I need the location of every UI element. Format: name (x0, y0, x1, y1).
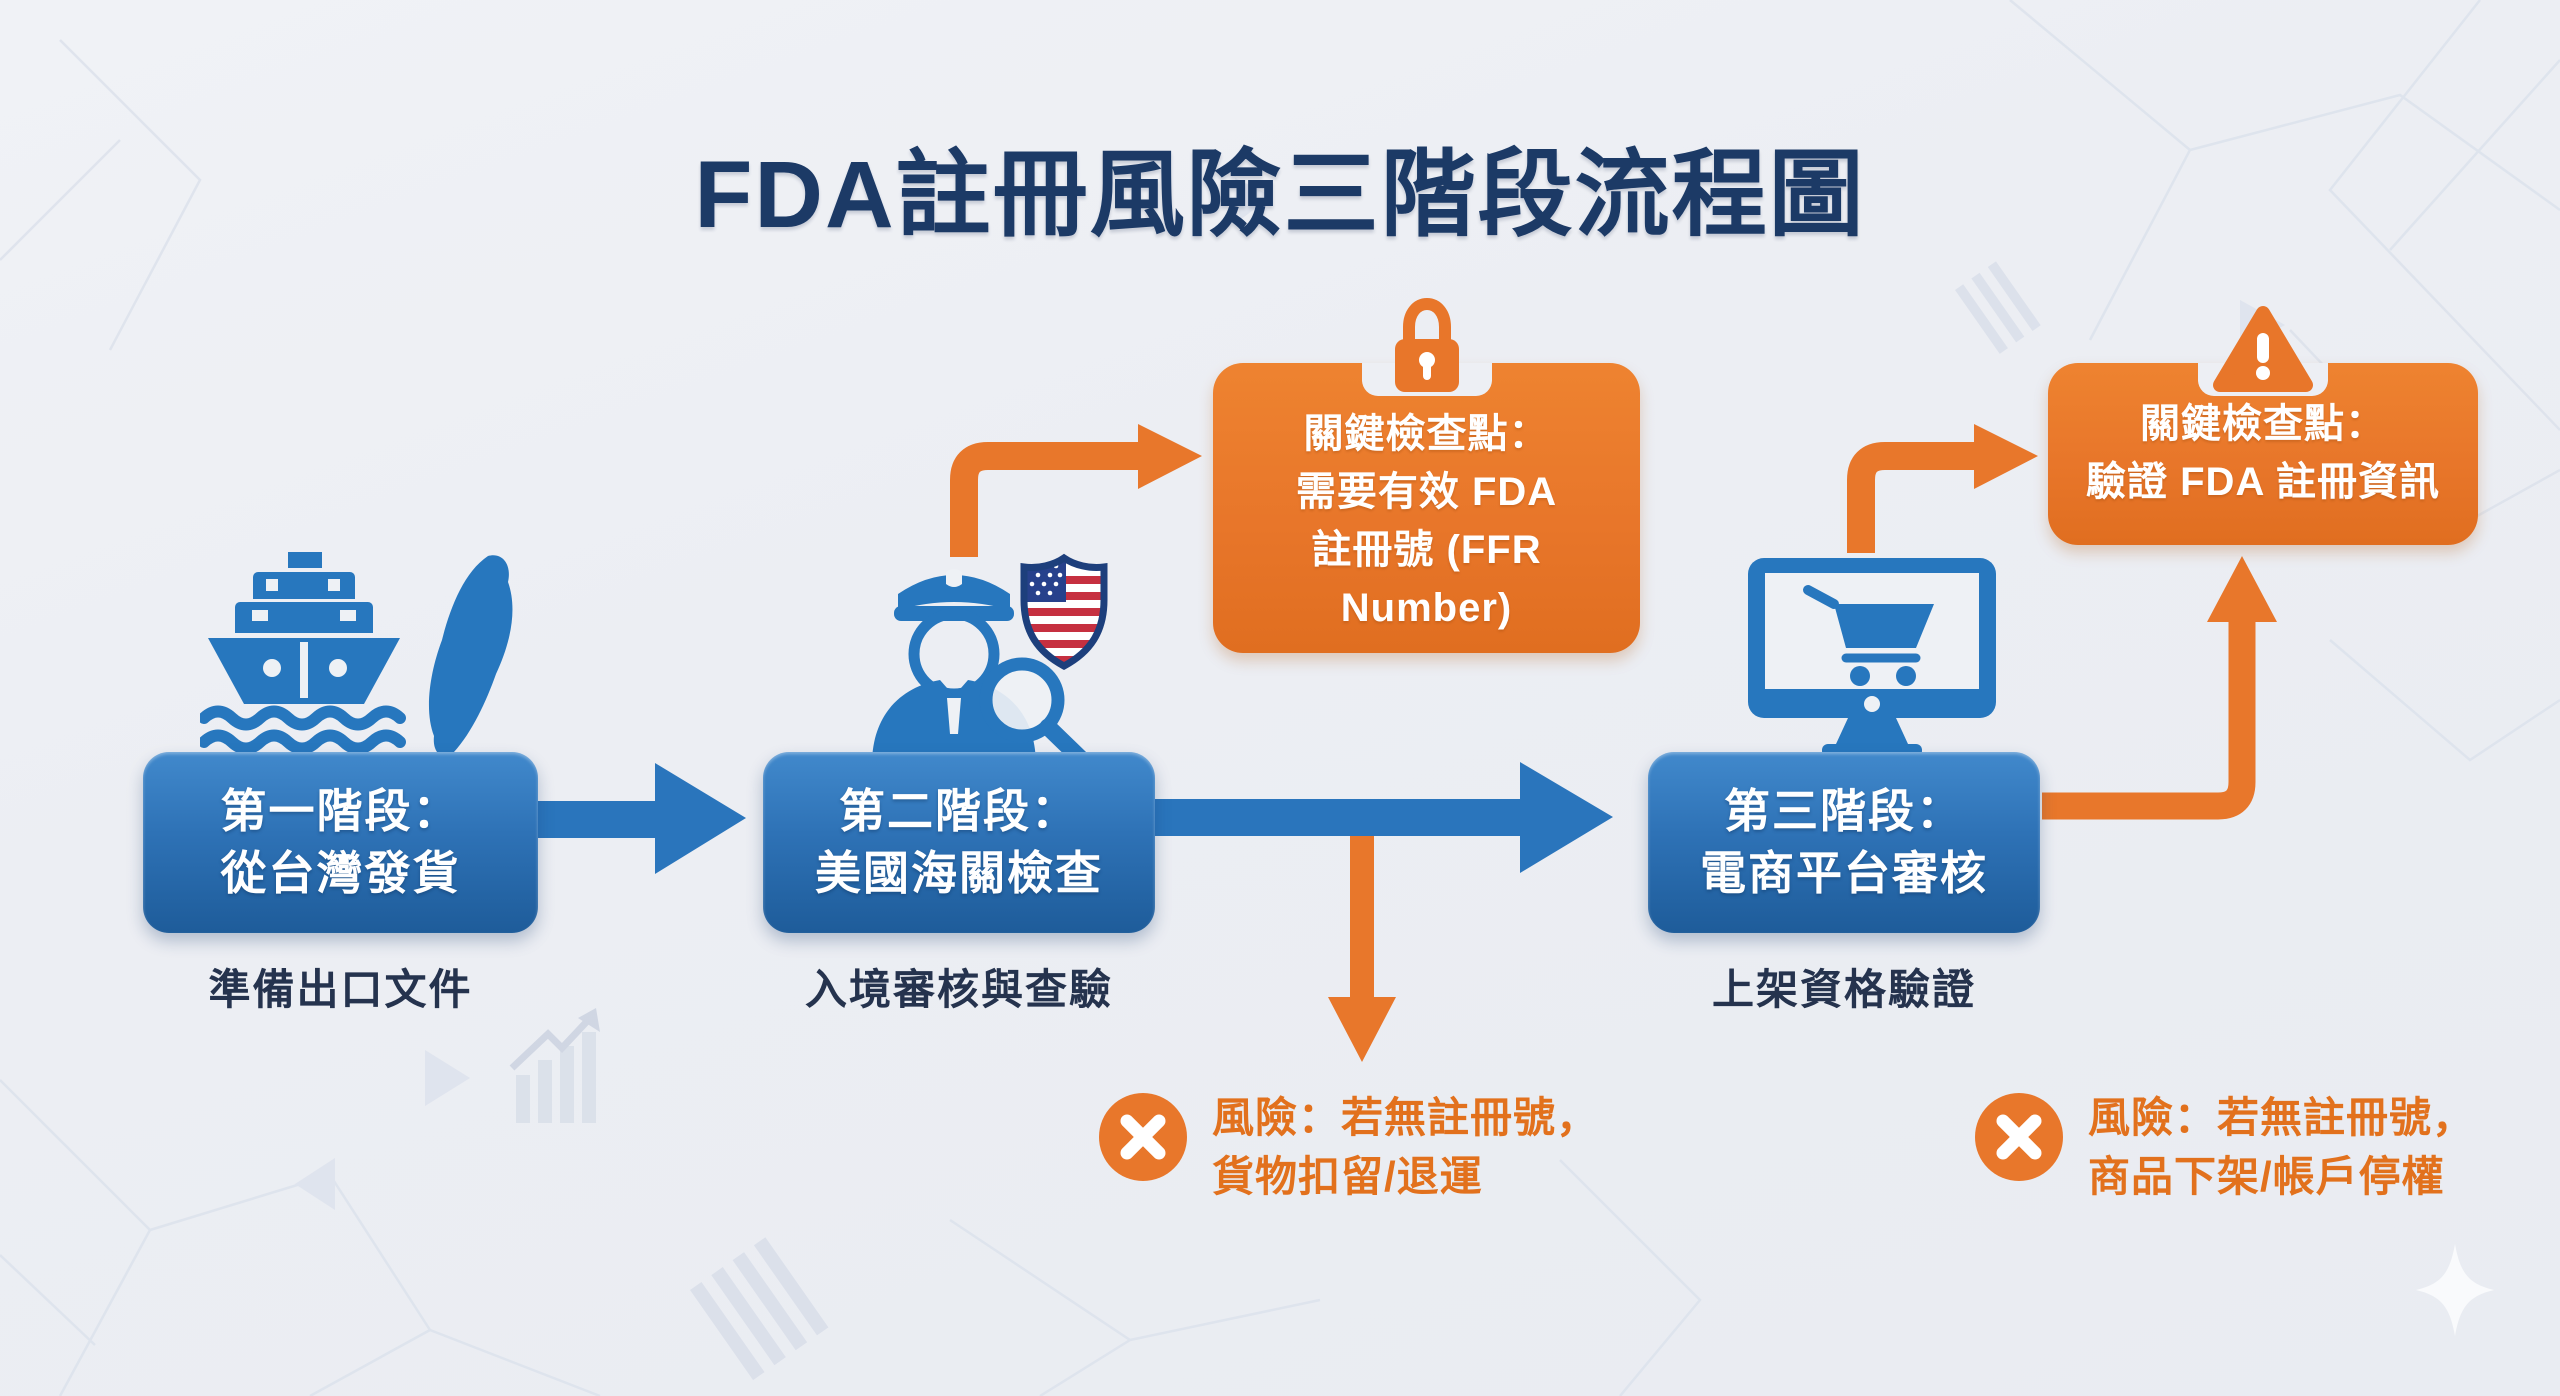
callout2-line1: 關鍵檢查點： (2140, 402, 2386, 446)
error-x-icon (1975, 1093, 2063, 1181)
callout1-line1: 關鍵檢查點： (1303, 412, 1550, 456)
stage3-box: 第三階段： 電商平台審核 (1648, 752, 2040, 933)
warning-triangle-icon (2213, 306, 2313, 392)
callout2-line2: 驗證 FDA 註冊資訊 (2086, 460, 2440, 504)
risk1-line2: 貨物扣留/退運 (1212, 1153, 1483, 1200)
taiwan-map-icon (428, 555, 513, 757)
arrow-stage2-to-stage3 (1155, 762, 1613, 873)
stage3-title-line1: 第三階段： (1724, 784, 1964, 837)
cart-icon (1803, 585, 1934, 686)
callout1-line2: 需要有效 FDA (1295, 470, 1558, 514)
arrow-down-to-risk1 (1328, 836, 1396, 1062)
stage1-caption: 準備出口文件 (208, 966, 473, 1013)
us-shield-icon (1020, 553, 1108, 670)
stage3-title-line2: 電商平台審核 (1700, 846, 1988, 899)
sparkle-decoration (2416, 1244, 2494, 1336)
risk2-line1: 風險：若無註冊號， (2088, 1094, 2476, 1141)
page-title: FDA註冊風險三階段流程圖 (694, 142, 1866, 248)
stage3-caption: 上架資格驗證 (1711, 966, 1976, 1013)
risk-note-customs: 風險：若無註冊號， 貨物扣留/退運 (1098, 1092, 1599, 1206)
ship-and-taiwan-icon (200, 552, 513, 757)
arrowhead-up-callout2 (2207, 556, 2277, 622)
stage1-title-line2: 從台灣發貨 (220, 846, 461, 899)
arrow-stage3-up-to-callout2 (2042, 618, 2256, 820)
arrow-stage2-to-callout1 (950, 442, 1140, 557)
stage2-title-line1: 第二階段： (839, 784, 1079, 837)
arrow-stage1-to-stage2 (537, 763, 746, 874)
stage2-title-line2: 美國海關檢查 (815, 846, 1103, 899)
lock-icon (1394, 297, 1459, 392)
bar-chart-decoration (509, 1008, 600, 1123)
customs-officer-us-shield-icon (872, 553, 1108, 765)
callout-fda-number: 關鍵檢查點： 需要有效 FDA 註冊號 (FFR Number) (1213, 297, 1640, 653)
risk2-line2: 商品下架/帳戶停權 (2088, 1153, 2445, 1200)
stage1-title-line1: 第一階段： (220, 784, 461, 837)
stage2-box: 第二階段： 美國海關檢查 (763, 752, 1155, 933)
arrow-stage3-to-callout2 (1847, 442, 1976, 553)
magnifier-icon (979, 657, 1089, 765)
stage2-caption: 入境審核與查驗 (804, 966, 1113, 1013)
risk-note-platform: 風險：若無註冊號， 商品下架/帳戶停權 (1974, 1092, 2475, 1206)
risk1-line1: 風險：若無註冊號， (1212, 1094, 1600, 1141)
arrowhead-callout1 (1138, 424, 1202, 489)
callout1-line3: 註冊號 (FFR (1311, 528, 1542, 572)
error-x-icon (1099, 1093, 1187, 1181)
ship-icon (200, 552, 406, 755)
monitor-cart-icon (1748, 558, 1996, 757)
stage1-box: 第一階段： 從台灣發貨 (143, 752, 538, 933)
callout1-line4: Number) (1340, 586, 1513, 630)
callout-verify-registration: 關鍵檢查點： 驗證 FDA 註冊資訊 (2048, 306, 2478, 545)
arrowhead-callout2 (1974, 424, 2038, 489)
